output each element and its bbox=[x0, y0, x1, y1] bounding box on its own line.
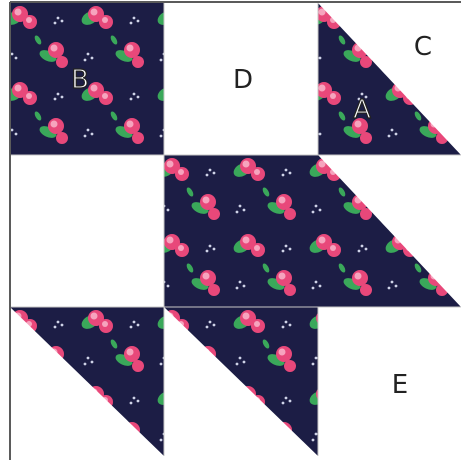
label-e: E bbox=[392, 370, 408, 400]
label-c: C bbox=[414, 32, 432, 62]
label-d: D bbox=[233, 65, 253, 95]
label-b: B bbox=[71, 65, 89, 95]
label-a: A bbox=[353, 95, 371, 125]
